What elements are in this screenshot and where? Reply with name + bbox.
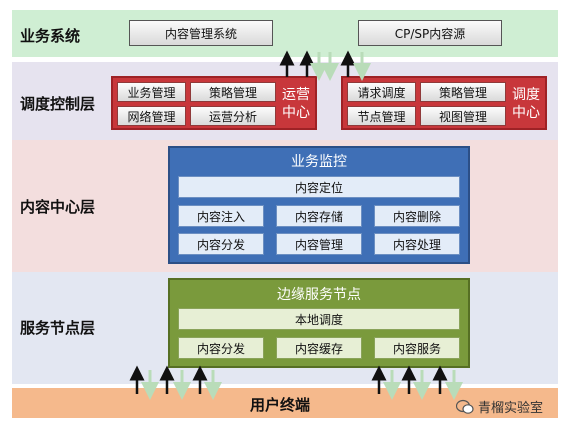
business-monitor-title: 业务监控 [291, 154, 347, 170]
ops-cell-business-management: 业务管理 [117, 82, 186, 102]
service-node-layer-label: 服务节点层 [20, 319, 96, 337]
sched-cell-node-management: 节点管理 [347, 106, 416, 126]
scheduling-center-title-line1: 调度 [512, 87, 540, 103]
ops-cell-network-management: 网络管理 [117, 106, 186, 126]
content-inject-cell: 内容注入 [178, 205, 264, 227]
edge-content-service-cell: 内容服务 [374, 337, 460, 359]
content-center-layer-label: 内容中心层 [20, 198, 96, 216]
local-scheduling-cell: 本地调度 [178, 308, 460, 330]
content-delete-cell: 内容删除 [374, 205, 460, 227]
content-storage-cell: 内容存储 [276, 205, 362, 227]
business-monitor-panel: 业务监控 内容定位 内容注入 内容存储 内容删除 内容分发 内容管理 内容处理 [168, 146, 470, 264]
operations-center-title-line2: 中心 [282, 105, 310, 121]
scheduling-center-title: 调度 中心 [509, 86, 543, 122]
sched-cell-strategy-management: 策略管理 [420, 82, 506, 102]
scheduling-center-title-line2: 中心 [512, 105, 540, 121]
scheduling-layer-label: 调度控制层 [20, 95, 96, 113]
operations-center-title-line1: 运营 [282, 87, 310, 103]
content-process-cell: 内容处理 [374, 233, 460, 255]
scheduling-center-panel: 请求调度 策略管理 节点管理 视图管理 调度 中心 [341, 76, 547, 130]
edge-service-node-panel: 边缘服务节点 本地调度 内容分发 内容缓存 内容服务 [168, 278, 470, 368]
wechat-icon [456, 399, 474, 414]
edge-content-cache-cell: 内容缓存 [276, 337, 362, 359]
ops-cell-operations-analysis: 运营分析 [190, 106, 276, 126]
business-layer-label: 业务系统 [20, 27, 81, 45]
content-management-system-box: 内容管理系统 [129, 20, 273, 46]
operations-center-title: 运营 中心 [279, 86, 313, 122]
content-management-cell: 内容管理 [276, 233, 362, 255]
operations-center-panel: 业务管理 策略管理 网络管理 运营分析 运营 中心 [111, 76, 317, 130]
watermark-text: 青榴实验室 [478, 401, 544, 416]
content-locate-cell: 内容定位 [178, 176, 460, 198]
content-distribute-cell: 内容分发 [178, 233, 264, 255]
edge-content-distribute-cell: 内容分发 [178, 337, 264, 359]
sched-cell-request-scheduling: 请求调度 [347, 82, 416, 102]
watermark: 青榴实验室 [456, 397, 543, 416]
cp-sp-content-source-box: CP/SP内容源 [358, 20, 502, 46]
ops-cell-strategy-management: 策略管理 [190, 82, 276, 102]
user-terminal-label: 用户终端 [250, 396, 311, 414]
sched-cell-view-management: 视图管理 [420, 106, 506, 126]
edge-service-node-title: 边缘服务节点 [277, 287, 361, 303]
